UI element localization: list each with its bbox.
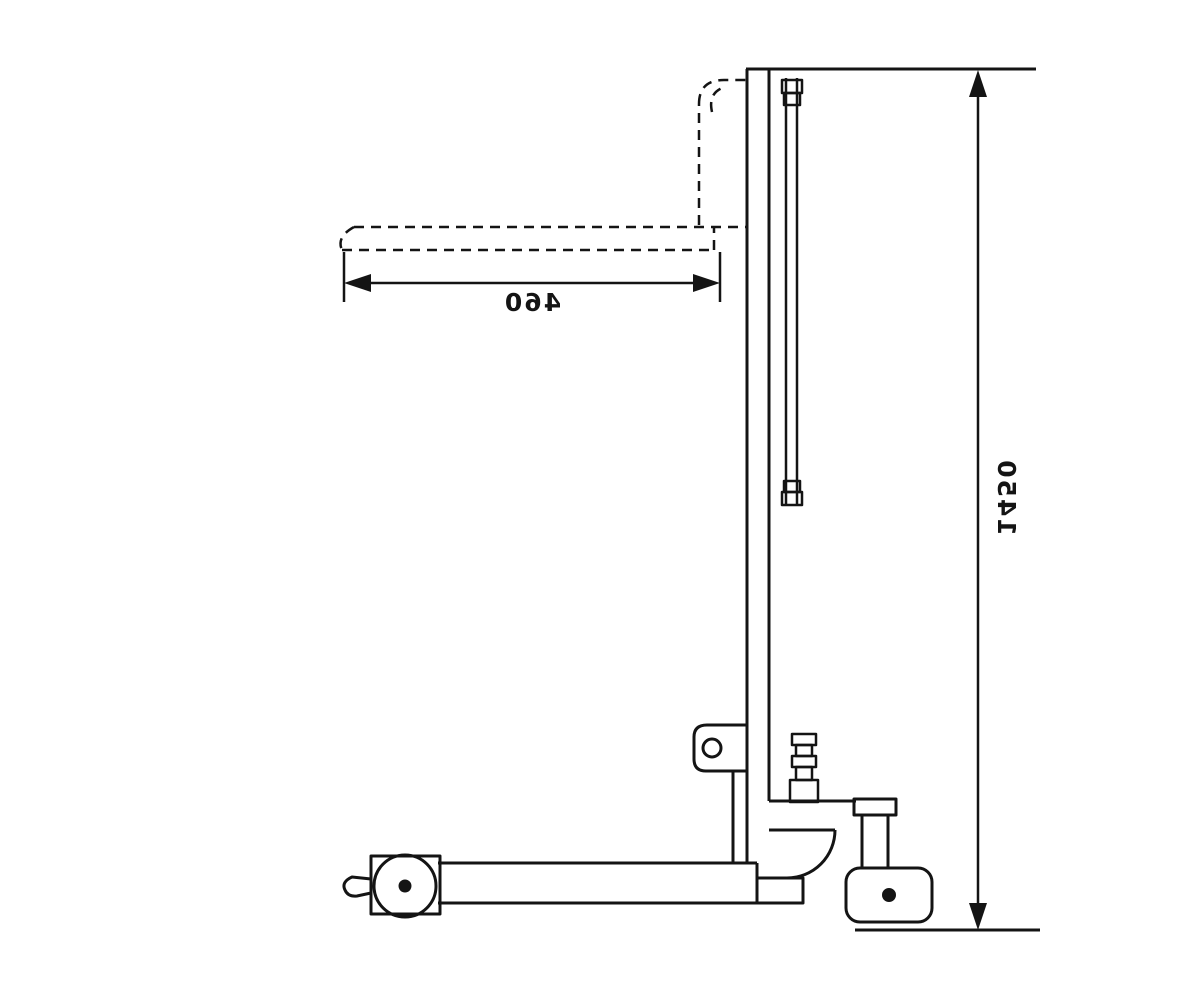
vdim-label: 1450 [992,458,1021,536]
pump-segment-3 [790,754,818,769]
handle-bracket [692,723,747,773]
rear-wheel-hub [882,888,896,902]
heel-block [757,876,805,905]
rear-wheel [844,866,934,924]
bracket-hole [701,737,723,759]
vdim-arrow-top [969,70,987,97]
tow-pin [342,875,372,898]
hdim-arrow-left [344,274,371,292]
hdim-arrow-right [693,274,720,292]
pump-segment-4 [794,765,814,782]
pump-segment-2 [794,743,814,758]
rail-block-top-2 [782,91,802,107]
pump-body [788,778,820,804]
carriage-inner-dashed [709,86,723,113]
front-wheel-hub [398,879,412,893]
carriage-top-dashed [697,78,746,105]
lift-rail [780,78,804,507]
housing-fillet-arc [786,829,837,880]
hdim-label: 460 [503,288,561,317]
front-wheel [372,853,438,919]
rail-block-mid-2 [780,490,804,507]
vdim-arrow-bottom [969,903,987,930]
platform-phantom [339,78,746,252]
caster-cap [852,797,898,817]
horizontal-dimension [342,252,722,302]
pump-segment-1 [790,732,818,747]
drawing-lines [339,67,1040,932]
pump-stack [788,732,820,804]
vertical-dimension [969,70,987,930]
platform-left-tip-dashed [339,225,355,251]
